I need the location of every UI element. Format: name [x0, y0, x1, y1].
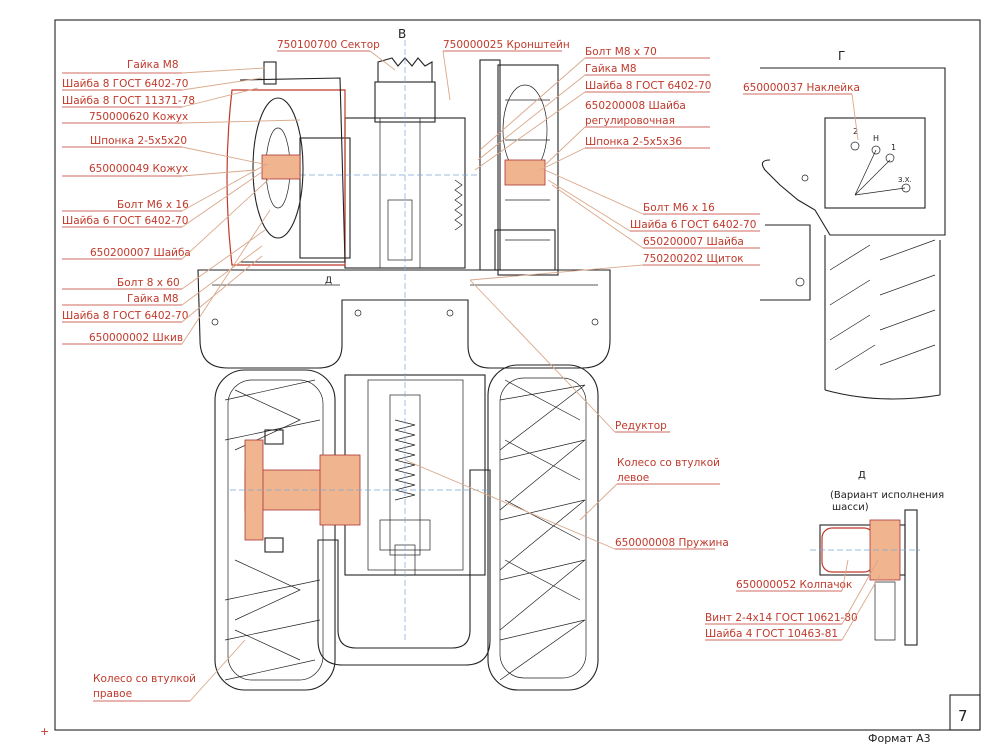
hub-section [230, 429, 490, 553]
label-washer-650200007-left: 650200007 Шайба [90, 247, 191, 259]
format-label: Формат А3 [868, 732, 931, 745]
label-nut-m8-bottom: Гайка М8 [127, 293, 179, 305]
spring-upper [454, 179, 463, 231]
sector-part [377, 57, 433, 83]
label-nut-m8-right: Гайка М8 [585, 63, 637, 75]
label-key-5x5x20: Шпонка 2-5х5х20 [90, 135, 187, 147]
middle-right-callouts: Редуктор Колесо со втулкой левое 6500000… [404, 279, 729, 550]
label-reducer: Редуктор [615, 420, 667, 432]
variant-note-line1: (Вариант исполнения [830, 490, 944, 501]
label-pulley-650000002: 650000002 Шкив [89, 332, 183, 344]
mark-n: Н [873, 134, 879, 143]
drawing-frame [54, 19, 981, 731]
spring-lower [394, 419, 416, 501]
control-sticker [824, 117, 926, 209]
label-washer-6-left: Шайба 6 ГОСТ 6402-70 [62, 215, 188, 227]
label-key-5x5x36: Шпонка 2-5х5х36 [585, 136, 682, 148]
engine-block [299, 40, 480, 640]
fender-platform [197, 269, 611, 369]
view-d-title: Д [858, 470, 866, 481]
left-wheel [487, 364, 599, 691]
sheet-number: 7 [958, 707, 968, 725]
mark-zx: З.Х. [898, 176, 912, 184]
label-cap-650000052: 650000052 Колпачок [736, 579, 852, 591]
label-cover-750000620: 750000620 Кожух [89, 111, 188, 123]
label-washer-6402-top: Шайба 8 ГОСТ 6402-70 [62, 78, 188, 90]
label-spring-650000008: 650000008 Пружина [615, 537, 729, 549]
label-bolt-m6-left: Болт М6 х 16 [117, 199, 189, 211]
label-shield-750200202: 750200202 Щиток [643, 253, 744, 265]
label-sticker: 650000037 Наклейка [743, 82, 860, 94]
label-washer-10463: Шайба 4 ГОСТ 10463-81 [705, 628, 838, 640]
left-callouts: Гайка М8 Шайба 8 ГОСТ 6402-70 Шайба 8 ГО… [62, 59, 301, 345]
label-right-wheel-2: правое [93, 688, 132, 700]
view-d: (Вариант исполнения шасси) 650000052 Кол… [705, 490, 944, 646]
plus-mark: + [40, 725, 49, 738]
label-washer-8-right: Шайба 8 ГОСТ 6402-70 [585, 80, 711, 92]
variant-note-line2: шасси) [832, 502, 869, 513]
label-washer-650200007-right: 650200007 Шайба [643, 236, 744, 248]
label-right-wheel: Колесо со втулкой [93, 673, 196, 685]
left-pulley-cover [226, 61, 346, 266]
mark-1: 1 [891, 143, 896, 152]
label-nut-m8-top: Гайка М8 [127, 59, 179, 71]
label-adjusting-washer: 650200008 Шайба [585, 100, 686, 112]
sheet-number-box [949, 694, 981, 731]
label-screw-10621: Винт 2-4х14 ГОСТ 10621-80 [705, 612, 858, 624]
top-callouts: 750100700 Сектор 750000025 Кронштейн [277, 39, 570, 101]
label-bracket: 750000025 Кронштейн [443, 39, 570, 51]
right-callouts: Болт М8 х 70 Гайка М8 Шайба 8 ГОСТ 6402-… [469, 46, 760, 281]
main-assembly-view [197, 40, 611, 691]
view-g-title: Г [838, 49, 845, 63]
label-bolt-m8x70: Болт М8 х 70 [585, 46, 657, 58]
label-washer-11371: Шайба 8 ГОСТ 11371-78 [62, 95, 195, 107]
view-d-marker: Д [325, 276, 332, 286]
label-washer-6402-bottom: Шайба 8 ГОСТ 6402-70 [62, 310, 188, 322]
label-bolt-m6-right: Болт М6 х 16 [643, 202, 715, 214]
label-sector: 750100700 Сектор [277, 39, 380, 51]
label-washer-6-right: Шайба 6 ГОСТ 6402-70 [630, 219, 756, 231]
label-left-wheel: Колесо со втулкой [617, 457, 720, 469]
bottom-left-callouts: Колесо со втулкой правое [93, 639, 246, 702]
label-left-wheel-2: левое [617, 472, 649, 484]
label-bolt-8x60: Болт 8 х 60 [117, 277, 180, 289]
right-wheel [214, 369, 336, 691]
mark-2: 2 [853, 127, 858, 136]
view-g: 2 Н 1 З.Х. 650000037 Наклейка [743, 67, 946, 400]
view-v-title: В [398, 27, 406, 41]
label-adjusting-washer-2: регулировочная [585, 115, 675, 127]
label-cover-650000049: 650000049 Кожух [89, 163, 188, 175]
